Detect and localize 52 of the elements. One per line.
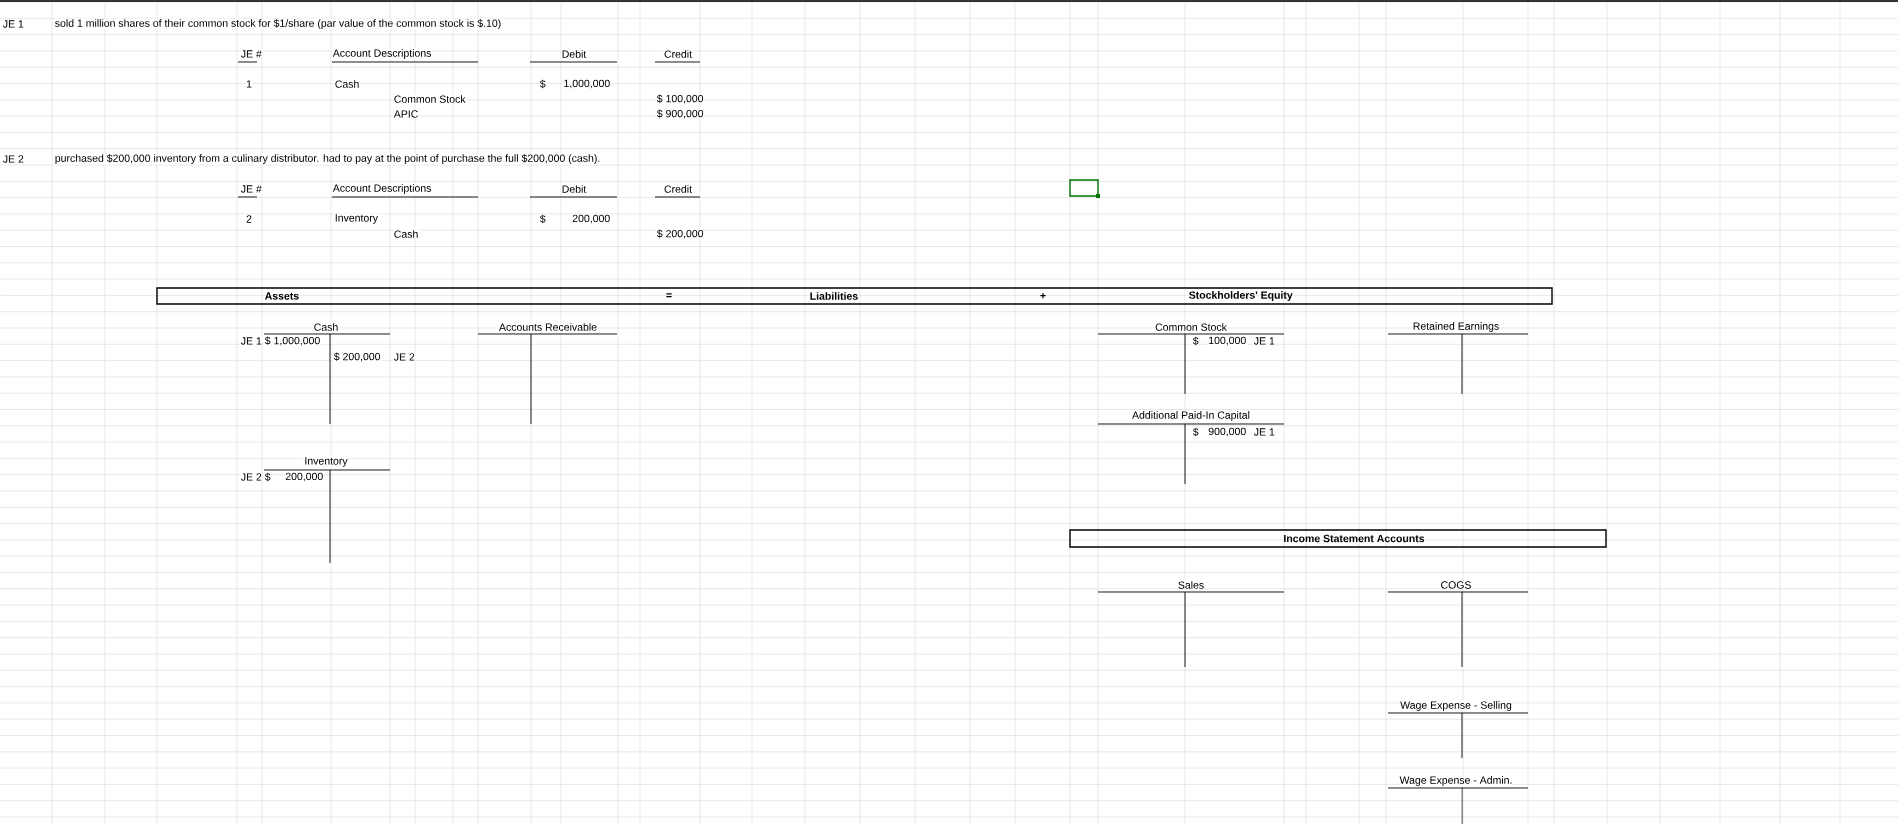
node-label: Common Stock	[1155, 323, 1227, 331]
t-account: Wage Expense - Admin.	[1387, 775, 1529, 824]
column-header: Debit	[529, 184, 618, 198]
cell-text: 200,000	[571, 214, 611, 224]
cell-text: $	[539, 79, 547, 89]
t-account: Accounts Receivable	[477, 322, 618, 425]
node-label: Inventory	[305, 457, 348, 467]
section-banner: Income Statement Accounts	[1069, 529, 1607, 548]
column-header: Debit	[529, 49, 618, 63]
cell-text: 2	[245, 214, 253, 224]
description-text: purchased $200,000 inventory from a culinary distributor. had to pay at the point of purchase the full $200,000 (cash).	[54, 153, 601, 165]
cell-text: APIC	[393, 109, 419, 119]
node-label: JE 2	[240, 473, 262, 481]
t-account: Common Stock $ 100,000 JE 1	[1097, 322, 1285, 395]
t-account: COGS	[1387, 580, 1529, 668]
node-label: Accounts Receivable	[499, 323, 597, 331]
cell-text: $ 100,000	[656, 93, 705, 105]
column-header: Account Descriptions	[331, 183, 479, 198]
column-header: JE #	[237, 49, 263, 63]
cell-text: 1,000,000	[562, 79, 611, 89]
cell-text: Inventory	[334, 213, 379, 225]
row-label: JE 1	[2, 19, 25, 29]
t-account: Cash JE 1 $ 1,000,000 $ 200,000 JE 2	[240, 322, 416, 425]
node-label: Wage Expense - Selling	[1400, 701, 1512, 711]
node-label: 100,000	[1209, 336, 1246, 346]
section-banner: Assets = Liabilities + Stockholders' Equity	[156, 287, 1553, 305]
column-header: Account Descriptions	[331, 48, 479, 63]
column-header: Credit	[654, 49, 701, 63]
node-label: Wage Expense - Admin.	[1399, 776, 1512, 786]
node-label: Retained Earnings	[1413, 322, 1499, 332]
t-account: Additional Paid-In Capital $ 900,000 JE 1	[1097, 410, 1285, 485]
cell-text: $ 900,000	[656, 108, 705, 120]
cell-text: 1	[245, 79, 253, 89]
t-account: Sales	[1097, 580, 1285, 668]
node-label: COGS	[1441, 581, 1471, 589]
row-label: JE 2	[2, 154, 25, 164]
node-label: Sales	[1178, 581, 1204, 589]
description-text: sold 1 million shares of their common stock for $1/share (par value of the common stock is $.10)	[54, 18, 502, 30]
column-header: JE #	[237, 184, 263, 198]
t-account: Inventory JE 2 $ 200,000	[240, 456, 391, 564]
cell-text: $	[539, 214, 547, 224]
cell-text: Cash	[334, 79, 360, 89]
node-label: $	[264, 472, 271, 482]
cell-text: Common Stock	[393, 94, 467, 104]
node-label: JE 1	[1253, 337, 1275, 345]
cell-text: $ 200,000	[656, 228, 705, 240]
t-account: Wage Expense - Selling	[1387, 700, 1529, 759]
cell-text: Cash	[393, 229, 419, 239]
node-label: 200,000	[285, 472, 323, 482]
node-label: $	[1192, 336, 1199, 346]
column-header: Credit	[654, 184, 701, 198]
t-account: Retained Earnings	[1387, 321, 1529, 395]
